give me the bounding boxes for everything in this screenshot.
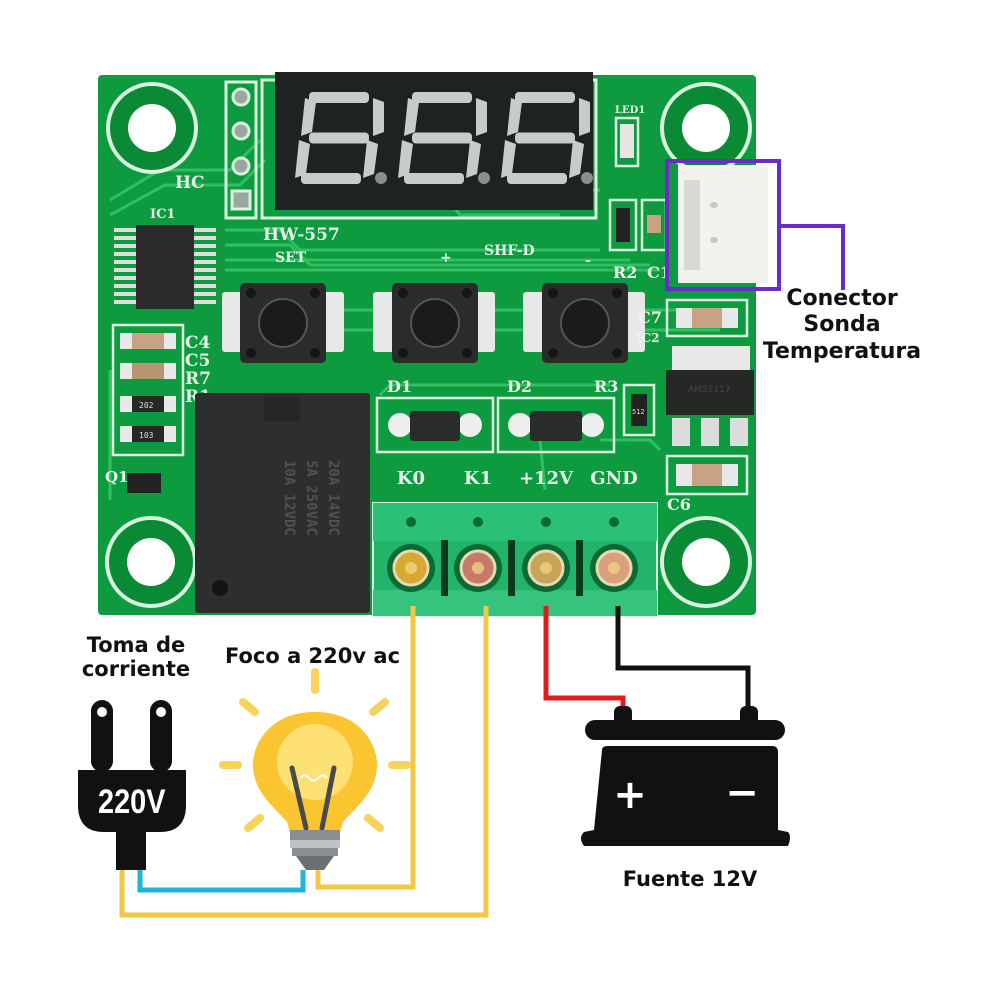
silk-shf: SHF-D [484, 243, 535, 259]
minus-button[interactable] [523, 283, 645, 363]
battery-icon: + − [581, 706, 790, 846]
ic1-chip [114, 225, 216, 309]
probe-label-line-2: Sonda [803, 312, 881, 338]
wire-k0 [315, 606, 416, 890]
terminal-block [372, 502, 658, 617]
left-passives: 202 103 [111, 323, 185, 493]
terminal-label-gnd: GND [590, 468, 637, 489]
silk-r7: R7 [185, 369, 211, 389]
voltage-regulator: AMS1117 [666, 346, 754, 446]
mounting-hole-bottom-right [660, 516, 752, 608]
relay: 10A 12VDC 5A 250VAC 20A 14VDC [195, 393, 370, 613]
terminal-label-plus12v: +12V [519, 468, 574, 489]
display-digit [501, 92, 593, 184]
header-pins [224, 80, 258, 220]
wire-positive [543, 606, 626, 710]
c6-capacitor [665, 454, 749, 496]
resistor-512-label: 512 [632, 408, 645, 416]
pcb-board: HC IC1 HW-557 SET + SHF-D - LED1 202 103… [98, 72, 768, 617]
r3-resistor: 512 [622, 383, 656, 437]
silk-c4: C4 [185, 333, 211, 353]
silk-ic1: IC1 [150, 207, 175, 222]
relay-rating-text: 10A 12VDC [281, 460, 297, 536]
outlet-label-line-1: Toma de [86, 633, 186, 657]
silk-c7: C7 [638, 308, 662, 327]
set-button[interactable] [222, 283, 344, 363]
terminal-divider [441, 540, 448, 596]
probe-label-line-1: Conector [786, 286, 898, 311]
terminal-divider [508, 540, 515, 596]
silk-set: SET [275, 250, 307, 266]
terminal-label-k1: K1 [464, 468, 492, 489]
mounting-hole-top-right [660, 82, 752, 174]
bulb-label: Foco a 220v ac [224, 644, 401, 668]
silk-c5: C5 [185, 351, 210, 371]
c7-capacitor [665, 298, 749, 338]
plus-button[interactable] [373, 283, 495, 363]
resistor-103-label: 103 [139, 431, 154, 440]
terminal-screw[interactable] [590, 517, 638, 592]
led1 [614, 116, 640, 168]
battery-plus-sign: + [613, 772, 647, 818]
silk-q1: Q1 [105, 468, 129, 486]
diode-d2 [496, 396, 616, 454]
silk-hc: HC [175, 173, 205, 193]
silk-ic2: IC2 [636, 331, 660, 345]
display-digit [295, 92, 387, 184]
silk-plus: + [440, 250, 452, 266]
power-supply-label: Fuente 12V [622, 867, 758, 891]
silk-c1: C1 [647, 263, 671, 282]
outlet-label-line-2: corriente [81, 656, 191, 681]
terminal-label-k0: K0 [397, 468, 425, 489]
silk-r3: R3 [594, 377, 618, 396]
plug-voltage: 220V [98, 782, 165, 821]
probe-connector-label: Conector Sonda Temperatura [752, 286, 932, 365]
terminal-screw[interactable] [522, 517, 583, 596]
silk-d2: D2 [507, 377, 532, 396]
terminal-divider [576, 540, 583, 596]
wire-k1 [119, 606, 489, 918]
battery-minus-sign: − [725, 770, 759, 816]
silk-led: LED1 [615, 105, 645, 116]
decimal-point [581, 172, 593, 184]
decimal-point [375, 172, 387, 184]
probe-label-line-3: Temperatura [762, 338, 922, 364]
silk-c6: C6 [667, 495, 691, 514]
relay-rating-text: 5A 250VAC [303, 460, 319, 536]
silk-d1: D1 [387, 377, 412, 396]
resistor-202-label: 202 [139, 401, 154, 410]
terminal-screw[interactable] [387, 517, 448, 596]
diode-d1 [375, 396, 495, 454]
terminal-screw[interactable] [454, 517, 515, 596]
decimal-point [478, 172, 490, 184]
board-model: HW-557 [263, 225, 340, 245]
probe-connector [678, 165, 768, 283]
power-plug-icon: 220V [78, 700, 186, 870]
light-bulb-icon [219, 668, 411, 870]
relay-rating-text: 20A 14VDC [325, 460, 341, 536]
wire-ground [615, 606, 751, 710]
wire-neutral [137, 870, 306, 893]
outlet-label: Toma de corriente [66, 633, 206, 681]
regulator-marking: AMS1117 [688, 385, 731, 395]
mounting-hole-top-left [106, 82, 198, 174]
silk-minus: - [585, 253, 591, 269]
mounting-hole-bottom-left [105, 516, 197, 608]
silk-r2: R2 [613, 263, 637, 282]
seven-segment-display [260, 72, 598, 220]
probe-connector-highlight [665, 159, 845, 291]
display-digit [398, 92, 490, 184]
